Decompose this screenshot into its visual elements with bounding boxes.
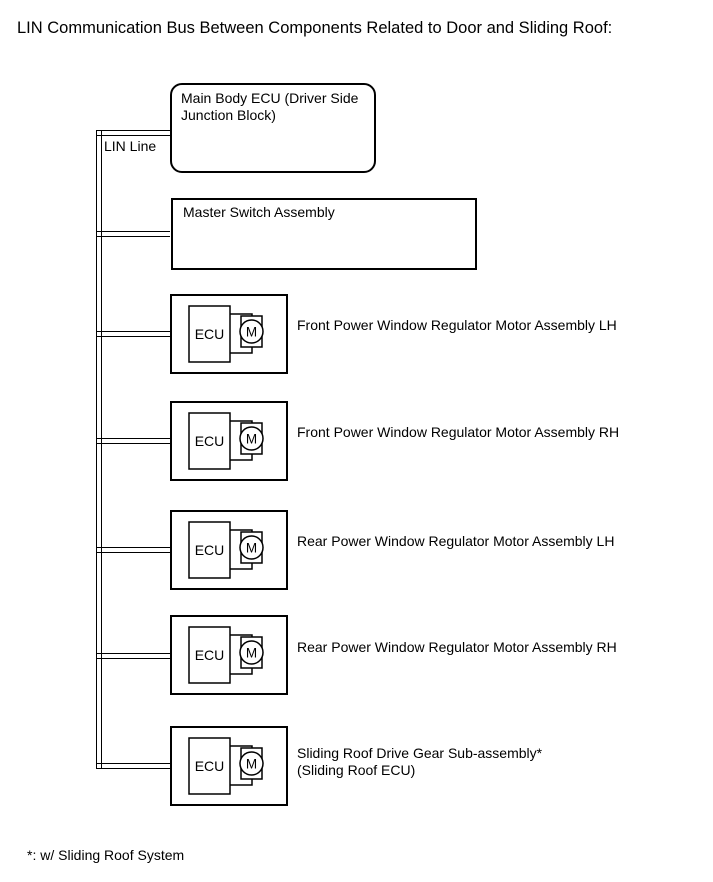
ecu-label: ECU bbox=[195, 758, 225, 774]
ecu-motor-wire-bottom bbox=[230, 453, 253, 461]
ecu-motor-wire-bottom bbox=[230, 667, 253, 675]
ecu-label: ECU bbox=[195, 542, 225, 558]
motor-label: M bbox=[246, 646, 257, 661]
motor-assembly-label: Front Power Window Regulator Motor Assem… bbox=[297, 317, 617, 333]
master-switch-box: Master Switch Assembly bbox=[171, 198, 477, 270]
motor-circle-icon bbox=[239, 319, 264, 344]
ecu-label: ECU bbox=[195, 433, 225, 449]
ecu-motor-wire-bottom bbox=[230, 562, 253, 570]
motor-label: M bbox=[246, 325, 257, 340]
main-body-ecu-box: Main Body ECU (Driver Side Junction Bloc… bbox=[170, 83, 376, 173]
motor-assembly-box: ECU M bbox=[170, 615, 288, 695]
bus-connector-motor-assembly bbox=[96, 763, 170, 769]
motor-assembly-box: ECU M bbox=[170, 401, 288, 481]
motor-label: M bbox=[246, 757, 257, 772]
lin-line-label: LIN Line bbox=[104, 139, 160, 154]
bus-connector-main-body-ecu bbox=[96, 130, 170, 136]
motor-assembly-box: ECU M bbox=[170, 510, 288, 590]
lin-bus-vertical-line bbox=[96, 130, 102, 769]
bus-connector-master-switch bbox=[96, 231, 170, 237]
ecu-motor-wire-bottom bbox=[230, 346, 253, 354]
ecu-rect bbox=[188, 412, 231, 470]
ecu-rect bbox=[188, 305, 231, 363]
ecu-rect bbox=[188, 737, 231, 795]
motor-label: M bbox=[246, 541, 257, 556]
bus-connector-motor-assembly bbox=[96, 331, 170, 337]
motor-assembly-label: Rear Power Window Regulator Motor Assemb… bbox=[297, 533, 615, 549]
motor-assembly-box: ECU M bbox=[170, 726, 288, 806]
bus-connector-motor-assembly bbox=[96, 547, 170, 553]
ecu-motor-wire-bottom bbox=[230, 778, 253, 786]
ecu-rect bbox=[188, 521, 231, 579]
motor-assembly-box: ECU M bbox=[170, 294, 288, 374]
motor-label: M bbox=[246, 432, 257, 447]
motor-circle-icon bbox=[239, 426, 264, 451]
motor-assembly-label: Rear Power Window Regulator Motor Assemb… bbox=[297, 639, 617, 655]
motor-assembly-label: Front Power Window Regulator Motor Assem… bbox=[297, 424, 620, 440]
motor-circle-icon bbox=[239, 640, 264, 665]
bus-connector-motor-assembly bbox=[96, 653, 170, 659]
ecu-label: ECU bbox=[195, 326, 225, 342]
ecu-rect bbox=[188, 626, 231, 684]
motor-circle-icon bbox=[239, 751, 264, 776]
bus-connector-motor-assembly bbox=[96, 438, 170, 444]
motor-circle-icon bbox=[239, 535, 264, 560]
diagram-title: LIN Communication Bus Between Components… bbox=[17, 19, 613, 37]
footnote: *: w/ Sliding Roof System bbox=[27, 847, 185, 863]
motor-assembly-label: Sliding Roof Drive Gear Sub-assembly* (S… bbox=[297, 745, 543, 778]
ecu-label: ECU bbox=[195, 647, 225, 663]
